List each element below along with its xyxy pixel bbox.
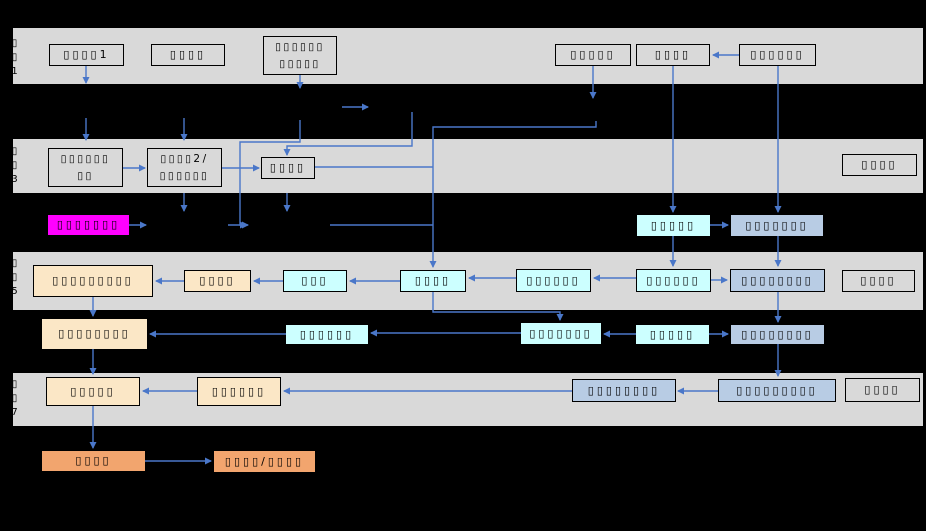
band-1-label: ▯▯1: [9, 38, 20, 80]
box-row7-3: ▯▯▯▯▯▯▯▯: [572, 379, 676, 402]
box-row6-4: ▯▯▯▯▯: [636, 325, 709, 344]
band-3-label: ▯▯3: [9, 146, 20, 188]
label-box-row5: ▯▯▯▯: [842, 270, 915, 292]
box-row6-2: ▯▯▯▯▯▯: [286, 325, 368, 344]
box-row6-1: ▯▯▯▯▯▯▯▯: [42, 319, 147, 349]
box-row1-3: ▯▯▯▯▯▯ ▯▯▯▯▯: [263, 36, 337, 75]
box-row5-3: ▯▯▯: [283, 270, 347, 292]
box-row5-1: ▯▯▯▯▯▯▯▯▯: [33, 265, 153, 297]
box-row4-blue: ▯▯▯▯▯▯▯: [731, 215, 823, 236]
label-box-row7: ▯▯▯▯: [845, 378, 920, 402]
box-row1-4: ▯▯▯▯▯: [555, 44, 631, 66]
box-row5-6: ▯▯▯▯▯▯: [636, 269, 711, 292]
box-row3-1: ▯▯▯▯▯▯ ▯▯: [48, 148, 123, 187]
box-row7-4: ▯▯▯▯▯▯▯▯▯: [718, 379, 836, 402]
box-row4-cyan: ▯▯▯▯▯: [637, 215, 710, 236]
box-row5-4: ▯▯▯▯: [400, 270, 466, 292]
band-5-label: ▯▯5: [9, 258, 20, 300]
box-row5-5: ▯▯▯▯▯▯: [516, 269, 591, 292]
box-row5-2: ▯▯▯▯: [184, 270, 251, 292]
box-row7-2: ▯▯▯▯▯▯: [197, 377, 281, 406]
box-row8-1: ▯▯▯▯: [42, 451, 145, 471]
box-row1-6: ▯▯▯▯▯▯: [739, 44, 816, 66]
box-row8-2: ▯▯▯▯/▯▯▯▯: [214, 451, 315, 472]
box-row5-7: ▯▯▯▯▯▯▯▯: [730, 269, 825, 292]
box-row1-1: ▯▯▯▯1: [49, 44, 124, 66]
box-row1-2: ▯▯▯▯: [151, 44, 225, 66]
box-row6-3: ▯▯▯▯▯▯▯: [521, 323, 601, 344]
box-row3-3: ▯▯▯▯: [261, 157, 315, 179]
box-row7-1: ▯▯▯▯▯: [46, 377, 140, 406]
box-row3-2: ▯▯▯▯2/ ▯▯▯▯▯▯: [147, 148, 222, 187]
box-row1-5: ▯▯▯▯: [636, 44, 710, 66]
band-7-label: ▯▯7: [9, 379, 20, 421]
box-magenta: ▯▯▯▯▯▯▯: [48, 215, 129, 235]
box-row6-5: ▯▯▯▯▯▯▯▯: [731, 325, 824, 344]
label-box-row3: ▯▯▯▯: [842, 154, 917, 176]
